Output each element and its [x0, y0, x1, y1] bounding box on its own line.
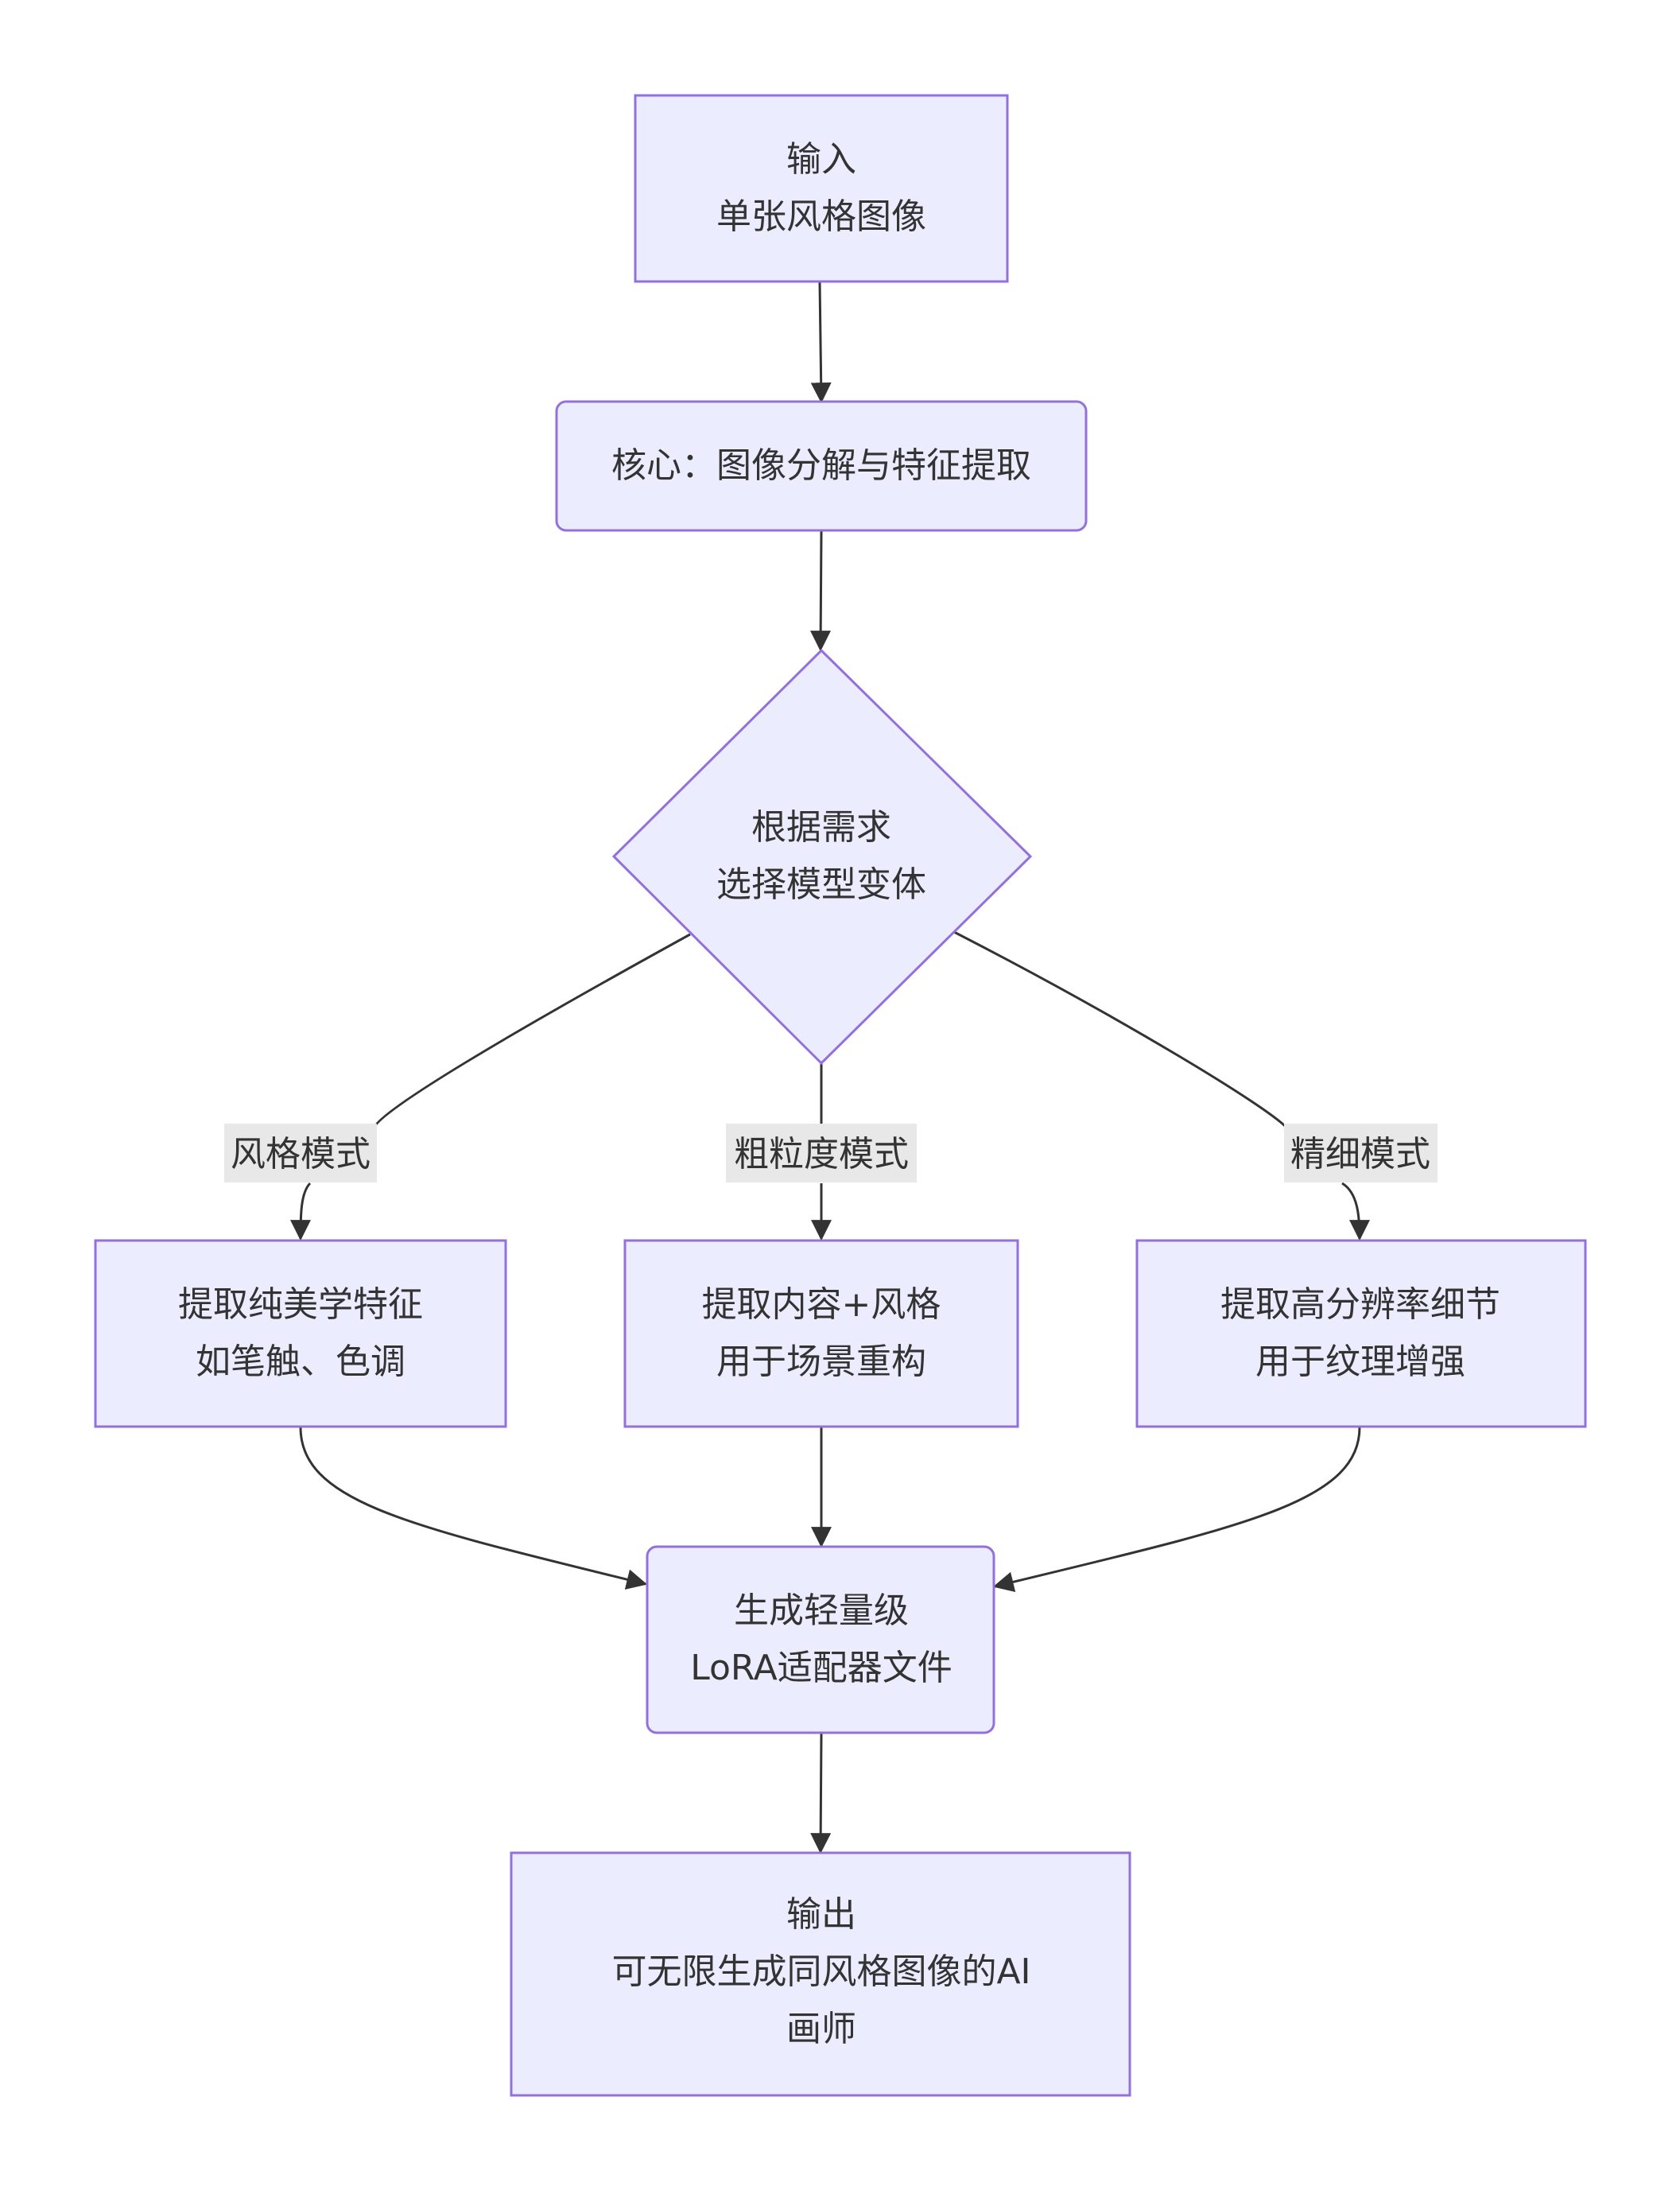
svg-text:输入: 输入 — [786, 139, 856, 180]
edge-label-style: 风格模式 — [224, 1124, 377, 1182]
svg-text:画师: 画师 — [786, 2009, 856, 2049]
edge-label-fine: 精细模式 — [1284, 1124, 1438, 1182]
svg-text:精细模式: 精细模式 — [1290, 1134, 1430, 1175]
node-core: 核心：图像分解与特征提取 — [555, 400, 1088, 532]
edge-label-coarse: 粗粒度模式 — [726, 1124, 917, 1182]
node-style: 提取纯美学特征 如笔触、色调 — [94, 1239, 507, 1428]
edge-input-core — [810, 282, 832, 404]
node-output: 输出 可无限生成同风格图像的AI 画师 — [510, 1851, 1131, 2097]
node-fine: 提取高分辨率细节 用于纹理增强 — [1135, 1239, 1587, 1428]
node-input: 输入 单张风格图像 — [634, 94, 1009, 283]
edge-decision-style — [372, 933, 691, 1130]
svg-text:用于场景重构: 用于场景重构 — [716, 1342, 926, 1382]
svg-text:选择模型变体: 选择模型变体 — [716, 864, 926, 905]
svg-text:风格模式: 风格模式 — [231, 1134, 371, 1175]
edge-decision-fine — [953, 930, 1290, 1130]
node-decision: 根据需求 选择模型变体 — [611, 648, 1033, 1066]
svg-text:用于纹理增强: 用于纹理增强 — [1255, 1342, 1465, 1382]
svg-text:提取纯美学特征: 提取纯美学特征 — [178, 1284, 423, 1325]
svg-text:生成轻量级: 生成轻量级 — [734, 1590, 909, 1631]
svg-text:提取高分辨率细节: 提取高分辨率细节 — [1220, 1284, 1500, 1325]
svg-text:如笔触、色调: 如笔触、色调 — [196, 1342, 405, 1382]
svg-text:单张风格图像: 单张风格图像 — [716, 196, 926, 237]
node-coarse: 提取内容+风格 用于场景重构 — [623, 1239, 1019, 1428]
edge-style-lora — [299, 1427, 648, 1590]
node-lora: 生成轻量级 LoRA适配器文件 — [646, 1545, 995, 1734]
svg-text:粗粒度模式: 粗粒度模式 — [734, 1134, 909, 1175]
svg-text:根据需求: 根据需求 — [751, 807, 891, 848]
edge-label-style-to-node — [290, 1182, 312, 1241]
svg-text:可无限生成同风格图像的AI: 可无限生成同风格图像的AI — [611, 1951, 1030, 1992]
edges — [290, 282, 1370, 1854]
svg-text:核心：图像分解与特征提取: 核心：图像分解与特征提取 — [611, 445, 1031, 486]
svg-text:LoRA适配器文件: LoRA适配器文件 — [690, 1648, 953, 1688]
svg-text:输出: 输出 — [786, 1894, 856, 1935]
edge-label-fine-to-node — [1341, 1182, 1370, 1241]
svg-text:提取内容+风格: 提取内容+风格 — [702, 1284, 941, 1325]
edge-fine-lora — [992, 1427, 1361, 1593]
